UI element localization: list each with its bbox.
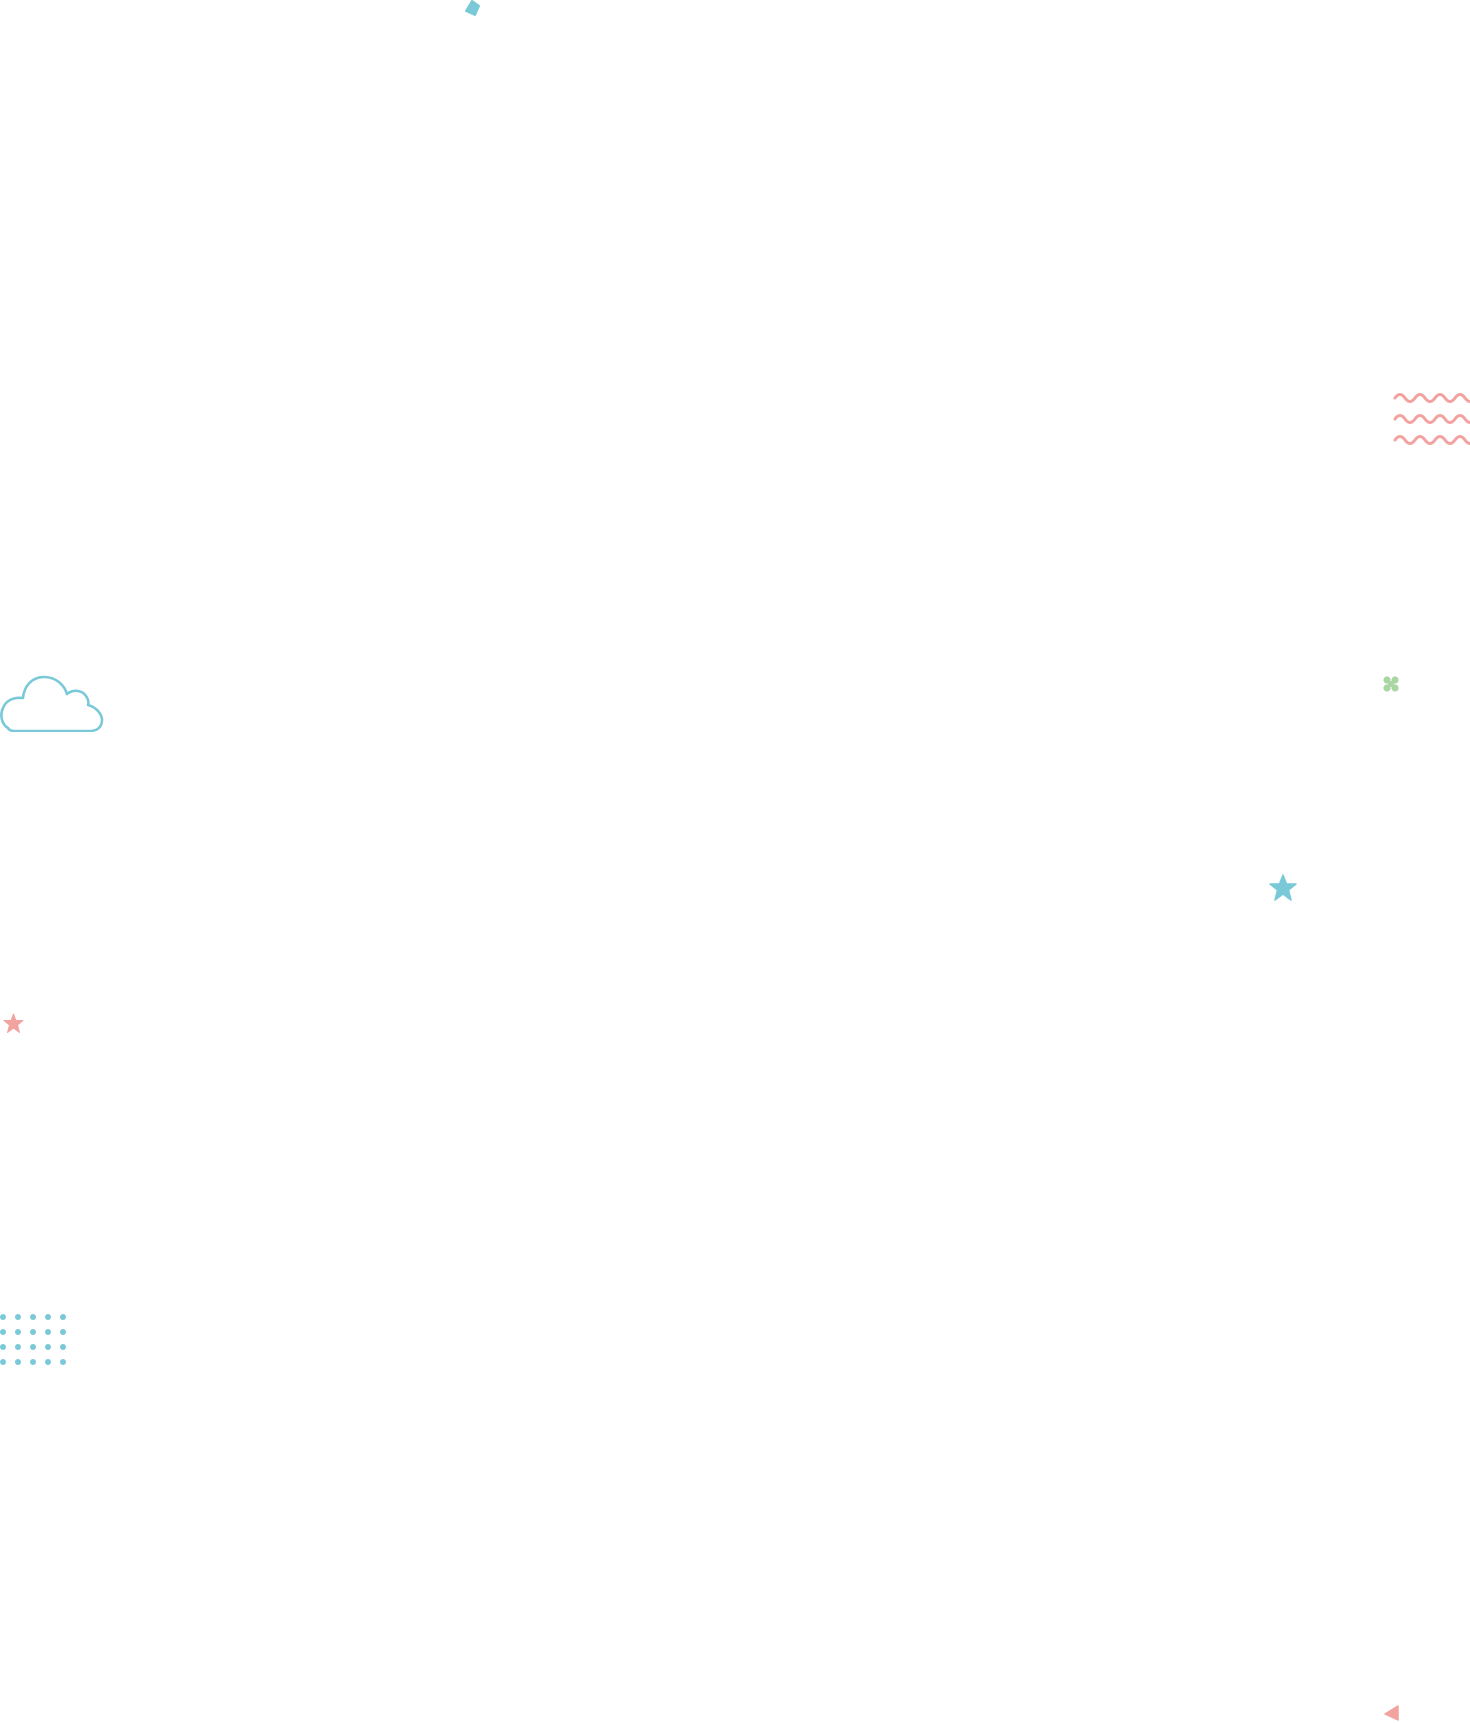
grid-dot <box>15 1314 21 1320</box>
grid-dot <box>60 1344 66 1350</box>
grid-dot <box>0 1329 6 1335</box>
grid-dot <box>45 1329 51 1335</box>
grid-dot <box>45 1314 51 1320</box>
grid-dot <box>30 1344 36 1350</box>
grid-dot <box>15 1359 21 1365</box>
grid-dot <box>45 1344 51 1350</box>
grid-dot <box>45 1359 51 1365</box>
clover-cross-icon <box>1383 676 1399 692</box>
grid-dot <box>15 1329 21 1335</box>
triangle-icon <box>1384 1705 1399 1721</box>
wavy-lines-icon <box>1393 393 1470 445</box>
grid-dot <box>30 1329 36 1335</box>
diamond-icon <box>465 0 480 16</box>
grid-dot <box>30 1359 36 1365</box>
grid-dot <box>0 1314 6 1320</box>
grid-dot <box>0 1344 6 1350</box>
grid-dot <box>30 1314 36 1320</box>
cloud-outline-icon <box>0 675 104 732</box>
grid-dot <box>15 1344 21 1350</box>
grid-dot <box>60 1329 66 1335</box>
grid-dot <box>0 1359 6 1365</box>
grid-dot <box>60 1359 66 1365</box>
star-icon <box>1269 874 1297 901</box>
star-icon <box>3 1013 24 1033</box>
dot-grid-icon <box>0 1314 66 1365</box>
grid-dot <box>60 1314 66 1320</box>
